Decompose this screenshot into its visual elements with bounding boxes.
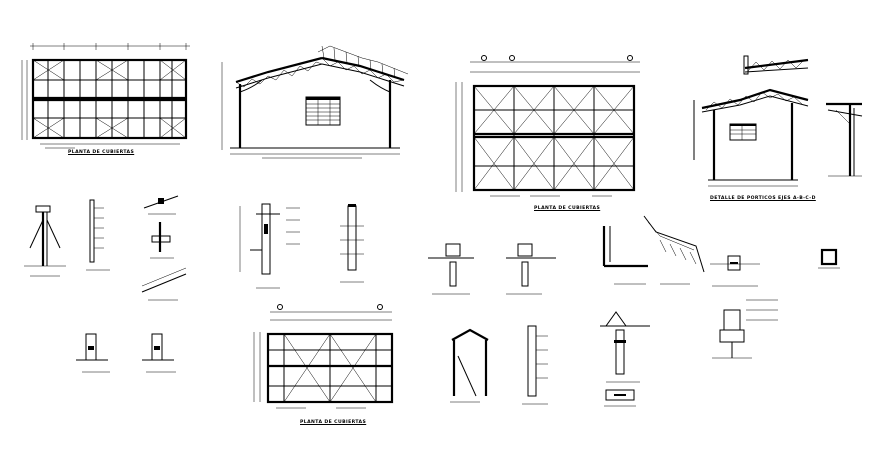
- roof-plan-top-center: [455, 55, 640, 197]
- portico-detail-top-right: [693, 55, 863, 187]
- caption-roof-plan-b: PLANTA DE CUBIERTAS: [534, 206, 601, 211]
- gutter-details-right-center: [602, 215, 840, 287]
- roof-plan-top-left: [21, 43, 190, 149]
- column-details-center: [428, 243, 556, 405]
- connection-details-mid-left: [24, 195, 187, 301]
- connection-details-mid-center: [239, 203, 364, 289]
- portico-elevation-top: [221, 45, 409, 159]
- anchor-details-bottom-right: [600, 299, 778, 407]
- caption-roof-plan-a: PLANTA DE CUBIERTAS: [68, 150, 135, 155]
- caption-roof-plan-c: PLANTA DE CUBIERTAS: [300, 420, 367, 425]
- base-details-bottom-left: [76, 333, 176, 373]
- caption-portico-detail: DETALLE DE PORTICOS EJES A-B-C-D: [710, 196, 816, 201]
- roof-plan-bottom-center: [253, 304, 394, 409]
